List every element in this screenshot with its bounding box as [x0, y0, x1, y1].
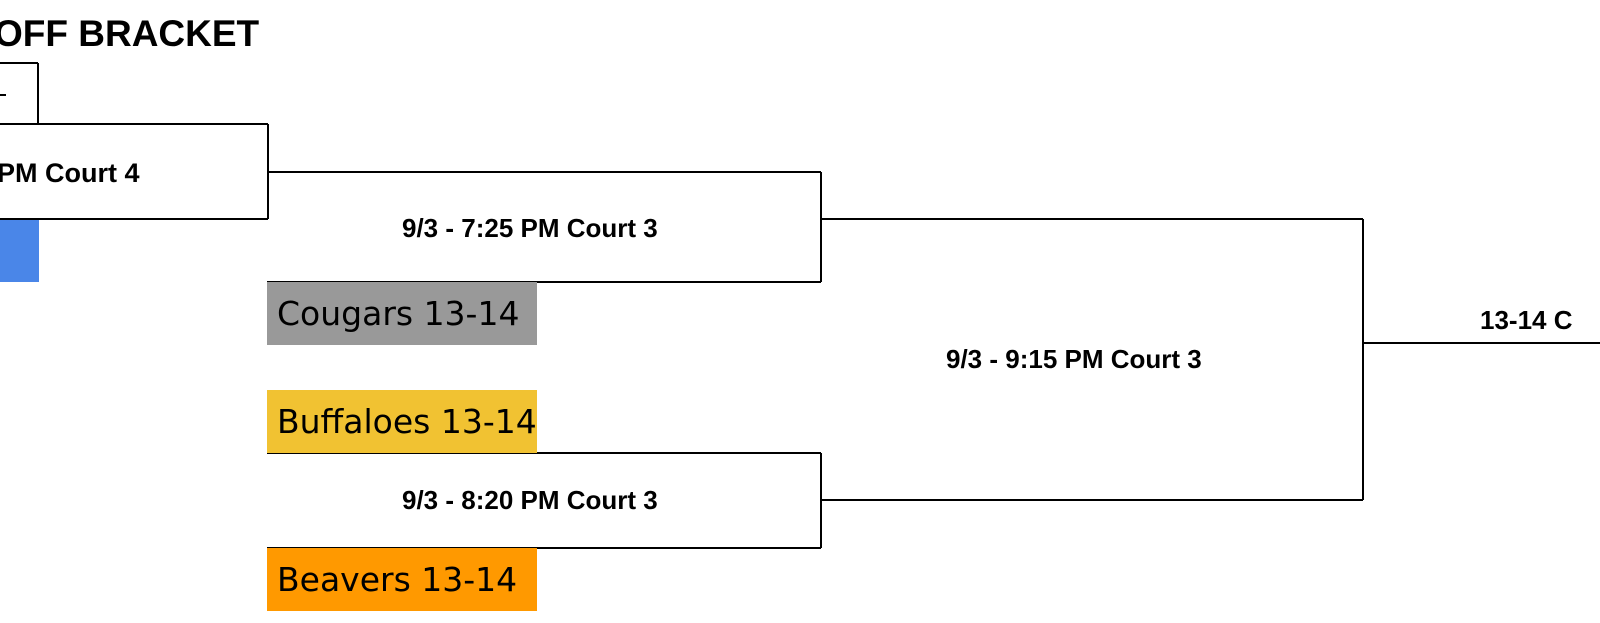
team-buffaloes: Buffaloes 13-14 [267, 390, 537, 453]
team-beavers: Beavers 13-14 [267, 548, 537, 611]
blue-team-block [0, 220, 39, 282]
game-label-semi-bottom: 9/3 - 8:20 PM Court 3 [402, 485, 658, 515]
game-label-semi-top: 9/3 - 7:25 PM Court 3 [402, 213, 658, 243]
game-label-final: 9/3 - 9:15 PM Court 3 [946, 344, 1202, 374]
team-cougars: Cougars 13-14 [267, 282, 537, 345]
bracket-title: OFF BRACKET [0, 13, 260, 54]
championship-label: 13-14 C [1480, 305, 1573, 335]
game-label-left-partial: PM Court 4 [0, 158, 140, 188]
